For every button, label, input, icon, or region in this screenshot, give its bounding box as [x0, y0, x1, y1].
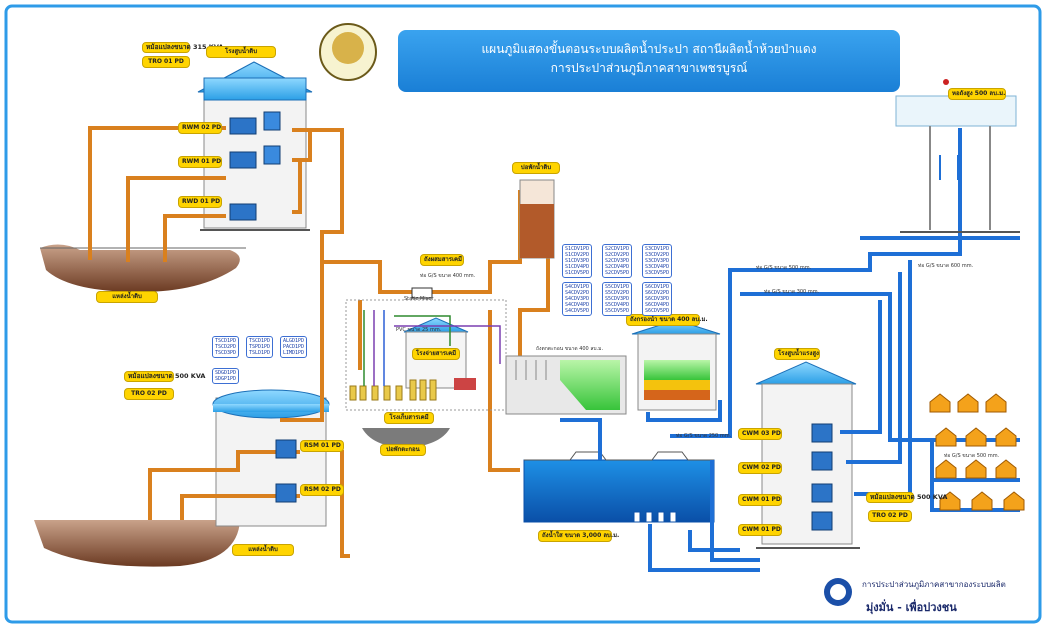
clear-water-tank [523, 459, 715, 523]
pump-rsm01-tag: RSM 01 PD [300, 440, 344, 452]
transformer-2-id: TRO 02 PD [124, 388, 174, 400]
pipe-label-gs250: ท่อ G/S ขนาด 250 mm. [676, 433, 732, 439]
pump-rsm02-tag: RSM 02 PD [300, 484, 344, 496]
high-lift-label: โรงสูบน้ำแรงสูง [774, 348, 820, 360]
title-line-2: การประปาส่วนภูมิภาคสาขาเพชรบูรณ์ [550, 61, 748, 75]
pump-cwm02-tag: CWM 02 PD [738, 462, 782, 474]
pipe-label-dist: ท่อ G/S ขนาด 500 mm. [944, 453, 1000, 459]
title-line-1: แผนภูมิแสดงขั้นตอนระบบผลิตน้ำประปา สถานี… [481, 42, 817, 56]
sludge-label: บ่อพักตะกอน [380, 444, 426, 456]
raw-water-source-2 [34, 520, 240, 567]
pump-rwm01-tag: RWM 01 PD [178, 156, 222, 168]
elevated-tank [895, 95, 1017, 127]
transformer-3-id: TRO 02 PD [868, 510, 912, 522]
houses [929, 393, 1025, 511]
transformer-2-size: หม้อแปลงขนาด 500 KVA [124, 371, 205, 382]
pump-cwm01-tag: CWM 01 PD [738, 494, 782, 506]
chem-store-label: โรงเก็บสารเคมี [384, 412, 434, 424]
static-mixer-label: Static Mixer [404, 296, 434, 302]
raw-source-2-label: แหล่งน้ำดิบ [232, 544, 294, 556]
footer-slogan: มุ่งมั่น - เพื่อปวงชน [866, 601, 957, 614]
pump-cwm03-tag: CWM 03 PD [738, 428, 782, 440]
transformer-3-size: หม้อแปลงขนาด 500 KVA [866, 492, 947, 503]
reservoir-label: บ่อพักน้ำดิบ [512, 162, 560, 174]
transformer-1-id: TRO 01 PD [142, 56, 190, 68]
pvc-label: PVC ขนาด 25 mm. [396, 327, 442, 333]
chem-house-label: โรงจ่ายสารเคมี [412, 348, 460, 360]
pipe-label-gs500: ท่อ G/S ขนาด 500 mm. [756, 265, 812, 271]
elevated-tank-label: หอถังสูง 500 ลบ.ม. [948, 88, 1006, 100]
pump-cwd01-tag: CWM 01 PD [738, 524, 782, 536]
pipe-label-gs400: ท่อ G/S ขนาด 400 mm. [420, 273, 476, 279]
clear-tank-label: ถังน้ำใส ขนาด 3,000 ลบ.ม. [538, 530, 619, 542]
pipe-label-gs300: ท่อ G/S ขนาด 300 mm. [764, 289, 820, 295]
pipe-label-gs600: ท่อ G/S ขนาด 600 mm. [918, 263, 974, 269]
clean-pipes [560, 128, 1020, 572]
raw-house-label: โรงสูบน้ำดิบ [206, 46, 276, 58]
raw-source-label: แหล่งน้ำดิบ [96, 291, 158, 303]
clarifier-label: ถังตกตะกอน ขนาด 400 ลบ.ม. [536, 346, 604, 352]
pump-rwd01-tag: RWD 01 PD [178, 196, 222, 208]
pump-units [229, 111, 833, 531]
mixing-label: ถังผสมสารเคมี [420, 254, 464, 266]
pump-rwm02-tag: RWM 02 PD [178, 122, 222, 134]
transformer-1-size: หม้อแปลงขนาด 315 KVA [142, 42, 223, 53]
title-banner: แผนภูมิแสดงขั้นตอนระบบผลิตน้ำประปา สถานี… [398, 30, 900, 92]
footer-org: การประปาส่วนภูมิภาคสาขากองระบบผลิต [862, 580, 1006, 589]
